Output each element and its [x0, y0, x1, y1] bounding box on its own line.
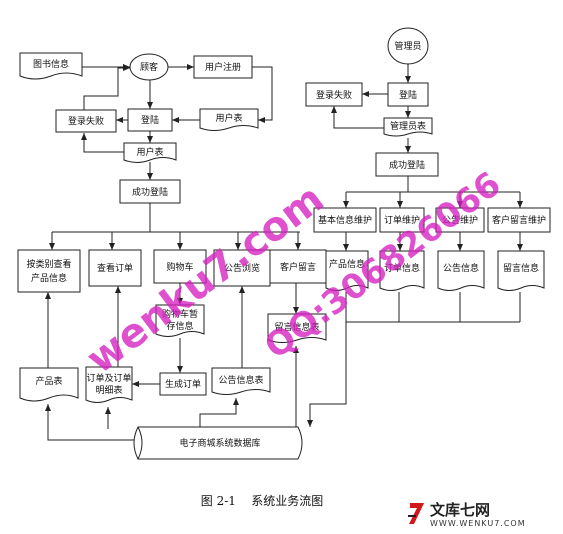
view-orders-label: 查看订单: [97, 262, 133, 274]
connectors-left: [45, 64, 521, 441]
node-login-success-left: 成功登陆: [119, 179, 181, 204]
logo-text: 文库七网: [430, 501, 490, 519]
node-browse-by-category: 按类别查看 产品信息: [17, 249, 81, 293]
node-message-info: 留言信息: [497, 250, 545, 291]
admin-label: 管理员: [394, 40, 421, 52]
browse-by-category-line1: 按类别查看: [26, 258, 71, 270]
admin-login-label: 登陆: [399, 89, 417, 101]
node-message-table: 留言信息表: [267, 313, 327, 343]
figure-caption: 图 2-1 系统业务流图: [201, 493, 323, 508]
node-view-orders: 查看订单: [88, 249, 142, 287]
node-basic-info-maint: 基本信息维护: [313, 207, 377, 233]
admin-table-label: 管理员表: [390, 120, 426, 132]
node-admin-login-fail: 登录失败: [305, 82, 363, 107]
database-label: 电子商城系统数据库: [179, 437, 260, 449]
user-register-label: 用户注册: [205, 61, 241, 73]
announce-maint-label: 公告维护: [442, 214, 478, 226]
order-detail-line1: 订单及订单: [86, 372, 131, 384]
node-user-register: 用户注册: [193, 55, 253, 79]
admin-login-fail-label: 登录失败: [316, 89, 352, 101]
node-admin-login: 登陆: [387, 82, 429, 107]
node-product-table: 产品表: [19, 367, 79, 402]
browse-by-category-line2: 产品信息: [31, 272, 67, 284]
node-admin-success: 成功登陆: [375, 152, 439, 177]
site-logo: 文库七网 WWW.WENKU7.COM: [408, 501, 526, 528]
node-announce-maint: 公告维护: [435, 207, 485, 233]
announce-table-label: 公告信息表: [218, 374, 263, 386]
user-table-right-label: 用户表: [215, 112, 242, 124]
connectors-right: [331, 64, 523, 251]
announce-browse-label: 公告浏览: [224, 262, 260, 274]
node-product-info: 产品信息: [325, 250, 369, 291]
order-info-label: 订单信息: [384, 262, 420, 274]
cart-temp-line1: 购物车暂: [162, 308, 198, 320]
node-order-info: 订单信息: [379, 250, 425, 291]
basic-info-maint-label: 基本信息维护: [318, 214, 372, 226]
order-detail-line2: 明细表: [95, 384, 122, 396]
node-customer-message: 客户留言: [269, 249, 327, 284]
login-success-left-label: 成功登陆: [132, 186, 168, 198]
node-login-left: 登陆: [127, 108, 173, 132]
logo-seven-mark: [409, 503, 424, 524]
node-admin: 管理员: [387, 27, 429, 65]
node-user-table-right: 用户表: [199, 108, 259, 131]
book-info-label: 图书信息: [33, 58, 69, 70]
visitor-label: 顾客: [140, 61, 158, 73]
node-cart-temp: 购物车暂 存信息: [155, 304, 205, 337]
customer-message-label: 客户留言: [280, 261, 316, 273]
node-login-fail-left: 登录失败: [55, 109, 117, 133]
cart-label: 购物车: [166, 261, 193, 273]
cart-temp-line2: 存信息: [166, 320, 193, 332]
product-table-label: 产品表: [35, 375, 62, 387]
node-announce-info: 公告信息: [437, 250, 485, 291]
logo-url: WWW.WENKU7.COM: [430, 519, 526, 528]
admin-success-label: 成功登陆: [389, 159, 425, 171]
generate-order-label: 生成订单: [165, 378, 201, 390]
node-order-maint: 订单维护: [379, 207, 425, 233]
message-table-label: 留言信息表: [274, 321, 319, 333]
login-fail-left-label: 登录失败: [68, 115, 104, 127]
node-cart: 购物车: [153, 249, 207, 284]
user-table-mid-label: 用户表: [136, 146, 163, 158]
node-announce-table: 公告信息表: [211, 367, 271, 395]
product-info-label: 产品信息: [329, 258, 365, 270]
message-info-label: 留言信息: [503, 262, 539, 274]
node-admin-table: 管理员表: [383, 117, 433, 137]
login-left-label: 登陆: [141, 114, 159, 126]
node-customer-msg-maint: 客户留言维护: [487, 207, 551, 233]
customer-msg-maint-label: 客户留言维护: [492, 214, 546, 226]
order-maint-label: 订单维护: [384, 214, 420, 226]
node-user-table-mid: 用户表: [123, 142, 177, 163]
node-visitor: 顾客: [129, 53, 169, 81]
node-book-info: 图书信息: [19, 52, 83, 80]
node-generate-order: 生成订单: [159, 372, 207, 396]
announce-info-label: 公告信息: [443, 262, 479, 274]
node-order-detail: 订单及订单 明细表: [85, 366, 133, 403]
node-database: 电子商城系统数据库: [133, 426, 303, 460]
